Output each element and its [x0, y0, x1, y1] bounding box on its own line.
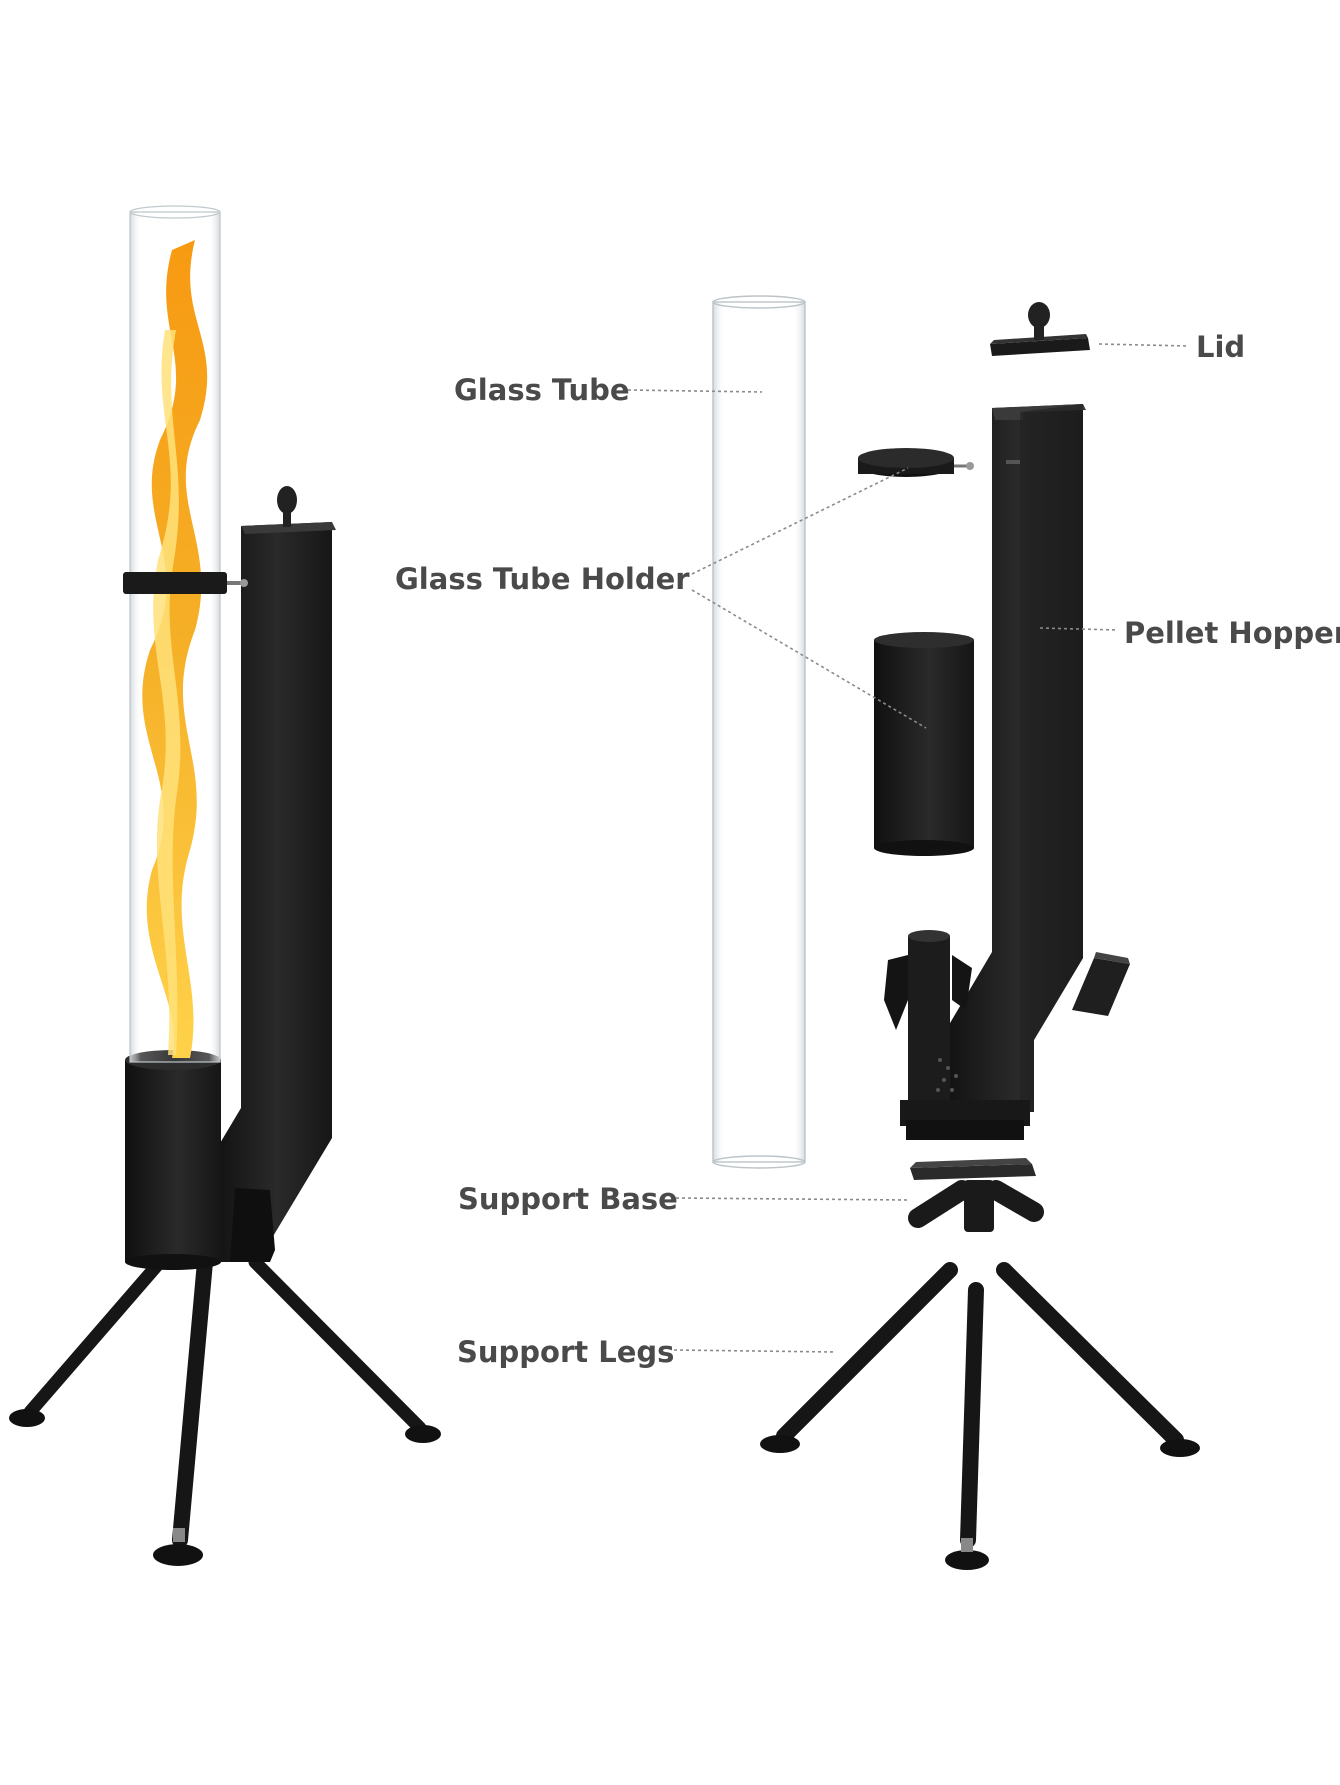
lid-part [990, 302, 1090, 356]
assembled-glass-tube [129, 205, 221, 1063]
assembled-heater [9, 205, 441, 1566]
flame [142, 240, 208, 1058]
glass-tube-holder-ring [858, 448, 974, 477]
burner-insert-part [884, 930, 1030, 1140]
glass-tube-holder-cylinder [874, 632, 974, 856]
labels: Glass Tube Lid Glass Tube Holder Pellet … [395, 330, 1340, 1369]
assembled-support-legs [9, 1254, 441, 1566]
support-legs-part [760, 1262, 1200, 1570]
leader-lines [627, 343, 1189, 1353]
assembled-glass-tube-holder [123, 572, 248, 594]
label-support-legs: Support Legs [457, 1335, 674, 1369]
assembled-pellet-hopper [210, 486, 336, 1262]
label-glass-tube-holder: Glass Tube Holder [395, 562, 690, 596]
label-glass-tube: Glass Tube [454, 373, 630, 407]
label-lid: Lid [1196, 330, 1245, 364]
assembled-base-cylinder [125, 1050, 221, 1270]
support-base-part [908, 1158, 1044, 1232]
glass-tube-part [712, 295, 806, 1169]
pellet-hopper-part [940, 404, 1130, 1112]
label-pellet-hopper: Pellet Hopper [1124, 616, 1340, 650]
label-support-base: Support Base [458, 1182, 678, 1216]
